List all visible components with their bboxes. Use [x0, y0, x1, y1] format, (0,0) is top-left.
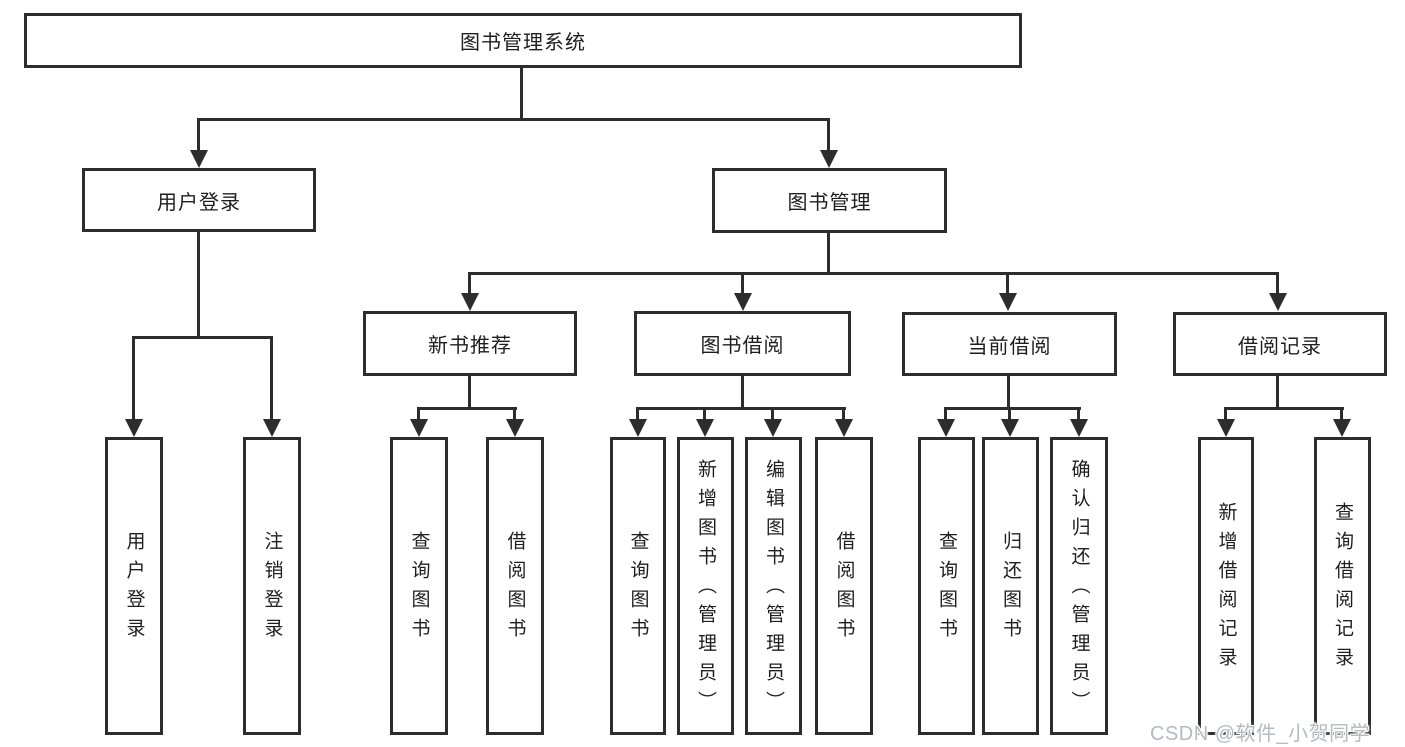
arrow-stem [703, 407, 706, 422]
node-borrowing-records: 借阅记录 [1173, 312, 1387, 376]
leaf-edit-book-admin: 编辑图书（管理员） [745, 437, 802, 735]
arrowhead-down-icon [1333, 419, 1351, 437]
connector-line [132, 336, 273, 339]
arrow-stem [417, 407, 420, 422]
connector-line [468, 272, 1279, 275]
csdn-watermark: CSDN @软件_小贺同学 [1150, 723, 1371, 745]
arrowhead-down-icon [937, 419, 955, 437]
leaf-query-books-borrow: 查询图书 [610, 437, 666, 735]
connector-line [1224, 407, 1344, 410]
connector-line [197, 118, 830, 121]
arrowhead-down-icon [629, 419, 647, 437]
arrow-stem [468, 272, 471, 297]
arrow-stem [1006, 272, 1009, 297]
leaf-query-books-recommend: 查询图书 [390, 437, 448, 735]
node-library-system: 图书管理系统 [24, 13, 1022, 68]
arrow-stem [1224, 407, 1227, 422]
connector-line [636, 407, 846, 410]
leaf-borrow-books-recommend: 借阅图书 [486, 437, 544, 735]
arrow-stem [197, 118, 200, 154]
leaf-confirm-return-admin: 确认归还（管理员） [1050, 437, 1108, 735]
leaf-add-borrow-record: 新增借阅记录 [1198, 437, 1254, 735]
arrowhead-down-icon [835, 419, 853, 437]
connector-line [468, 376, 471, 409]
leaf-return-books: 归还图书 [982, 437, 1039, 735]
arrow-stem [132, 336, 135, 423]
connector-line [520, 68, 523, 120]
arrow-stem [270, 336, 273, 423]
node-user-login: 用户登录 [82, 168, 316, 232]
connector-line [1007, 376, 1010, 409]
arrow-stem [513, 407, 516, 422]
arrow-stem [842, 407, 845, 422]
arrowhead-down-icon [734, 293, 752, 311]
connector-line [944, 407, 1081, 410]
leaf-user-login: 用户登录 [105, 437, 163, 735]
arrow-stem [741, 272, 744, 297]
connector-line [1276, 376, 1279, 409]
node-book-management: 图书管理 [712, 168, 947, 233]
node-current-borrowing: 当前借阅 [902, 312, 1117, 376]
connector-line [417, 407, 517, 410]
arrow-stem [1276, 272, 1279, 297]
arrowhead-down-icon [696, 419, 714, 437]
arrowhead-down-icon [263, 419, 281, 437]
arrow-stem [636, 407, 639, 422]
arrowhead-down-icon [506, 419, 524, 437]
arrow-stem [1077, 407, 1080, 422]
node-book-borrowing: 图书借阅 [634, 311, 851, 376]
arrowhead-down-icon [1269, 293, 1287, 311]
leaf-logout: 注销登录 [243, 437, 301, 735]
arrowhead-down-icon [125, 419, 143, 437]
connector-line [197, 232, 200, 338]
arrow-stem [827, 118, 830, 154]
arrow-stem [1008, 407, 1011, 422]
arrowhead-down-icon [1217, 419, 1235, 437]
arrowhead-down-icon [410, 419, 428, 437]
arrowhead-down-icon [1070, 419, 1088, 437]
arrowhead-down-icon [764, 419, 782, 437]
arrowhead-down-icon [999, 293, 1017, 311]
leaf-query-borrow-record: 查询借阅记录 [1314, 437, 1371, 735]
arrowhead-down-icon [461, 293, 479, 311]
arrowhead-down-icon [820, 150, 838, 168]
arrow-stem [944, 407, 947, 422]
leaf-borrow-books: 借阅图书 [815, 437, 873, 735]
leaf-add-book-admin: 新增图书（管理员） [677, 437, 734, 735]
leaf-query-books-current: 查询图书 [918, 437, 975, 735]
arrowhead-down-icon [190, 150, 208, 168]
arrow-stem [771, 407, 774, 422]
node-new-book-recommend: 新书推荐 [363, 311, 577, 376]
connector-line [741, 376, 744, 409]
arrow-stem [1340, 407, 1343, 422]
connector-line [827, 233, 830, 274]
arrowhead-down-icon [1001, 419, 1019, 437]
